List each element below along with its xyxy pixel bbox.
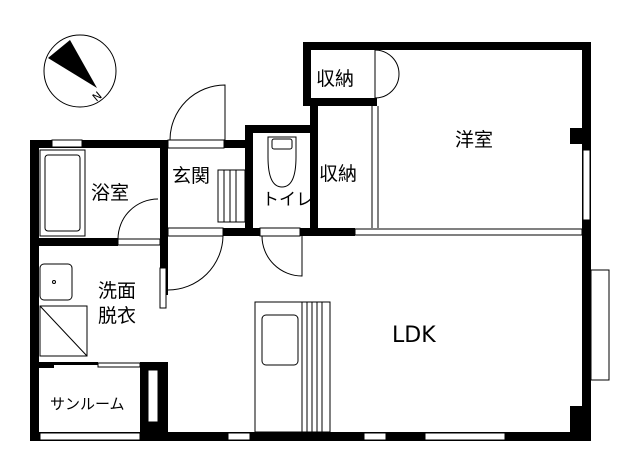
label-storage-mid: 収納 — [319, 163, 357, 185]
label-bathroom: 浴室 — [91, 182, 129, 204]
compass-icon: N — [43, 34, 117, 108]
label-washroom-1: 洗面 — [98, 280, 136, 302]
fixtures — [39, 136, 331, 433]
windows — [39, 139, 610, 441]
label-entrance: 玄関 — [172, 165, 210, 187]
label-ldk: LDK — [392, 323, 436, 348]
label-sunroom: サンルーム — [50, 395, 125, 413]
walls — [30, 42, 591, 441]
label-western-room: 洋室 — [455, 129, 493, 151]
doors — [117, 49, 400, 291]
label-washroom-2: 脱衣 — [98, 305, 136, 327]
svg-text:N: N — [90, 89, 105, 104]
label-toilet: トイレ — [262, 190, 313, 210]
label-storage-top: 収納 — [316, 68, 354, 90]
